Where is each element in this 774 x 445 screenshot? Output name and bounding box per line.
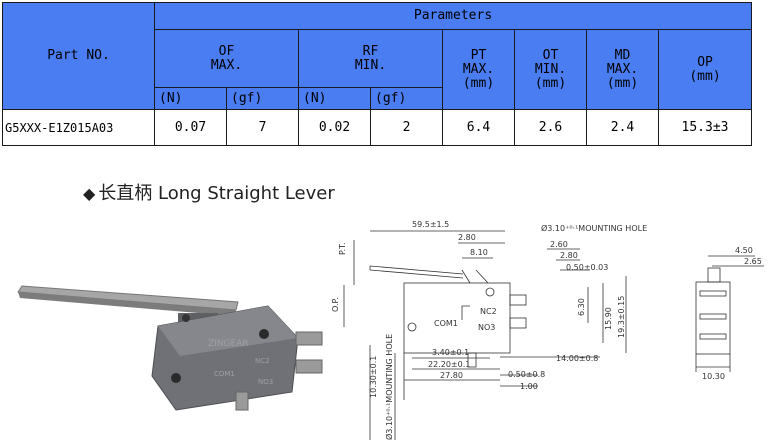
mount-hole-icon [407,322,417,332]
terminal-outline [467,352,477,368]
terminal-label: NO3 [478,323,495,332]
dim-label: 1.00 [520,382,538,391]
brand-label: ZINGEAR [208,339,249,349]
dim-label: 19.3±0.15 [617,296,626,338]
lever-edge [18,292,236,316]
dim-label: 0.50±0.03 [566,263,608,272]
terminal-outline [509,294,527,306]
op-header: OP (mm) [657,29,753,110]
terminal-bottom [295,359,323,374]
dim-label: O.P. [331,297,340,312]
diamond-bullet-icon: ◆ [83,184,96,203]
contact-mark [461,305,470,320]
parameters-table: Part NO. Parameters OF MAX. RF MIN. PT M… [2,2,753,146]
dim-label: 10.30 [702,372,725,381]
terminal-outline [509,317,527,329]
side-drawing [695,255,764,372]
dim-label: Ø3.10⁺⁰·¹MOUNTING HOLE [384,334,394,440]
product-photo: ZINGEAR NC2 COM1 NO3 [17,285,323,411]
op-cell: 15.3±3 [657,109,753,146]
dim-label: 2.80 [458,233,476,242]
dim-label: 27.80 [440,371,463,380]
lever-pivot [461,269,471,284]
rf-unit-n: (N) [298,87,371,110]
of-unit-gf: (gf) [226,87,299,110]
switch-body-top [158,306,298,356]
side-drawing-labels: 4.50 2.65 10.30 [702,246,762,381]
side-terminal [699,290,727,297]
front-drawing [343,230,627,440]
md-cell: 2.4 [586,109,659,146]
dim-label: 2.65 [744,257,762,266]
dim-label: 2.60 [550,240,568,249]
dim-label: 10.30±0.1 [369,356,378,398]
part-no-header: Part NO. [2,2,155,110]
side-outline [695,281,731,355]
part-no-cell: G5XXX-E1Z015A03 [2,109,155,146]
md-header: MD MAX. (mm) [586,29,659,110]
dim-label: 15.90 [604,307,613,330]
dim-label: 59.5±1.5 [412,220,449,229]
terminal-label: NC2 [480,307,497,316]
dim-label: 3.40±0.1 [432,348,469,357]
mount-hole-icon [182,314,190,322]
lever-pivot [475,269,489,284]
dim-label: 0.50±0.8 [508,370,545,379]
terminal-label: NC2 [255,357,270,365]
lever-line [369,265,464,275]
terminal-label: COM1 [214,370,235,378]
table-row: G5XXX-E1Z015A03 0.07 7 0.02 2 6.4 2.6 2.… [2,109,753,146]
side-plunger [707,267,721,283]
dim-label: 2.80 [560,251,578,260]
section-caption: ◆长直柄 Long Straight Lever [83,179,335,205]
lever-line [369,269,464,279]
caption-text: 长直柄 Long Straight Lever [98,183,335,204]
terminal-side [235,391,249,411]
of-n-cell: 0.07 [154,109,227,146]
dim-label: 8.10 [470,248,488,257]
mount-hole-icon [171,373,181,383]
side-terminal [699,313,727,320]
rf-gf-cell: 2 [370,109,443,146]
mount-hole-icon [259,329,269,339]
rf-n-cell: 0.02 [298,109,371,146]
plunger [178,313,218,323]
dim-label: 4.50 [735,246,753,255]
pt-header: PT MAX. (mm) [442,29,515,110]
dim-label: Ø3.10⁺⁰·¹MOUNTING HOLE [541,223,647,233]
side-terminal [699,333,727,340]
front-drawing-labels: 59.5±1.5 2.80 8.10 Ø3.10⁺⁰·¹MOUNTING HOL… [331,220,647,440]
dim-label: P.T. [338,242,347,255]
pt-cell: 6.4 [442,109,515,146]
of-unit-n: (N) [154,87,227,110]
rf-header: RF MIN. [298,29,443,88]
mount-hole-icon [485,287,495,297]
ot-header: OT MIN. (mm) [514,29,587,110]
terminal-top [295,331,323,346]
ot-cell: 2.6 [514,109,587,146]
dim-label: 22.20±0.1 [428,360,470,369]
terminal-label: COM1 [434,319,458,328]
dim-label: 14.00±0.8 [556,354,598,363]
terminal-label: NO3 [258,378,273,386]
dim-label: 6.30 [577,298,586,316]
